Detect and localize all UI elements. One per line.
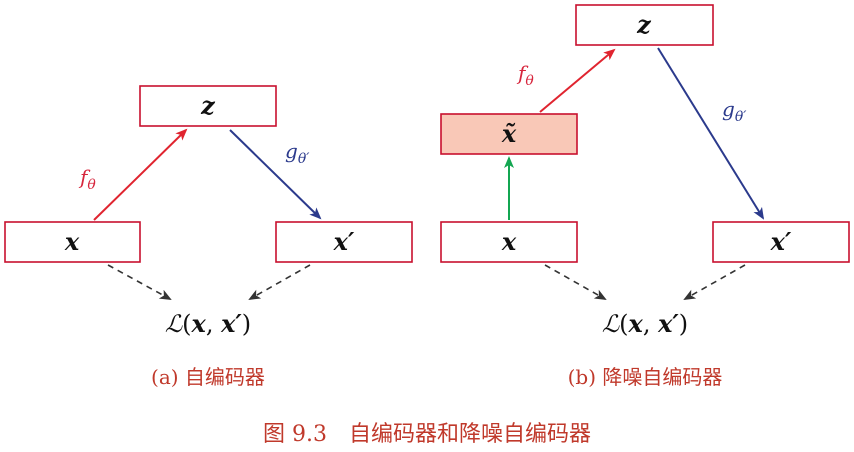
a-caption: (a) 自编码器	[151, 365, 265, 389]
a-loss-expression: ℒ(x, x′)	[165, 309, 251, 338]
diagram-b: z x̃ x x′ fθ gθ′ ℒ(x, x′) (b) 降噪自编	[440, 4, 850, 389]
a-x-node: x	[4, 221, 141, 263]
b-xprime-node: x′	[712, 221, 850, 263]
a-x-to-loss-arrow	[107, 264, 172, 300]
a-z-node: z	[139, 85, 277, 127]
a-decoder-arrow	[229, 129, 322, 220]
b-xprime-label: x′	[770, 227, 792, 256]
a-xprime-node: x′	[275, 221, 413, 263]
a-x-label: x	[64, 227, 80, 256]
b-x-label: x	[501, 227, 517, 256]
a-encoder-arrow	[93, 128, 188, 221]
b-encoder-label: fθ	[516, 61, 534, 89]
a-xprime-label: x′	[333, 227, 355, 256]
b-encoder-arrow	[539, 48, 616, 113]
b-decoder-label: gθ′	[722, 97, 747, 125]
a-encoder-label: fθ	[78, 165, 96, 193]
b-decoder-arrow	[657, 47, 765, 220]
b-caption: (b) 降噪自编码器	[568, 365, 723, 389]
a-decoder-label: gθ′	[285, 139, 310, 167]
a-z-label: z	[200, 91, 216, 120]
b-x-to-loss-arrow	[544, 264, 607, 300]
diagram-a: z x x′ fθ gθ′ ℒ(x, x′) (a) 自编码器	[4, 85, 413, 389]
b-z-node: z	[575, 4, 714, 46]
b-z-label: z	[636, 10, 652, 39]
b-xtilde-label: x̃	[501, 119, 517, 148]
b-xprime-to-loss-arrow	[683, 264, 746, 300]
b-loss-expression: ℒ(x, x′)	[602, 309, 688, 338]
b-xtilde-node: x̃	[440, 113, 578, 155]
a-xprime-to-loss-arrow	[248, 264, 311, 300]
figure-caption: 图 9.3 自编码器和降噪自编码器	[263, 422, 591, 447]
b-x-node: x	[440, 221, 578, 263]
